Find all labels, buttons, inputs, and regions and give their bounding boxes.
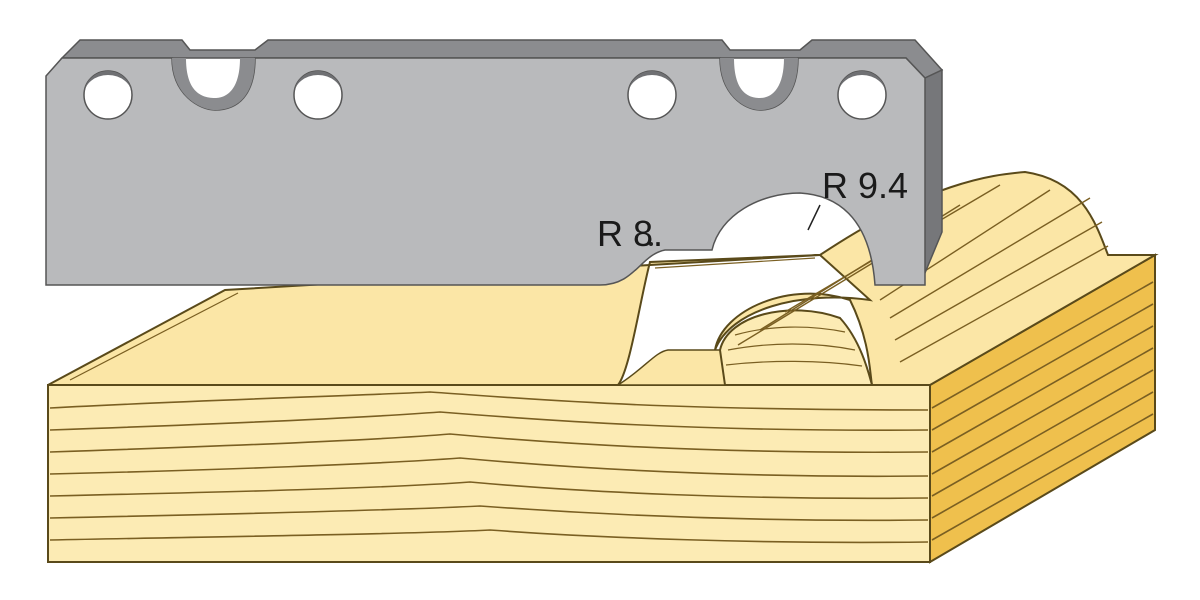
radius-large-leader	[807, 204, 821, 231]
wood-bead-end	[718, 309, 874, 386]
radius-small-label: R 8.	[597, 213, 663, 254]
blade-face	[45, 57, 926, 286]
wood-front-face	[47, 384, 931, 563]
wood-block	[47, 170, 1159, 564]
blade-holes	[83, 70, 887, 120]
wood-top-flat	[47, 254, 821, 386]
wood-grain-side	[931, 281, 1154, 541]
wood-grain-front	[49, 391, 929, 544]
knife-blade	[45, 39, 944, 286]
blade-notch-right-shade	[720, 58, 798, 110]
blade-notch-left-shade	[172, 58, 255, 110]
radius-large-label: R 9.4	[822, 165, 908, 206]
radius-small-dot	[649, 242, 653, 246]
wood-grain-bead-end	[725, 326, 863, 367]
wood-grain-top	[69, 257, 816, 381]
